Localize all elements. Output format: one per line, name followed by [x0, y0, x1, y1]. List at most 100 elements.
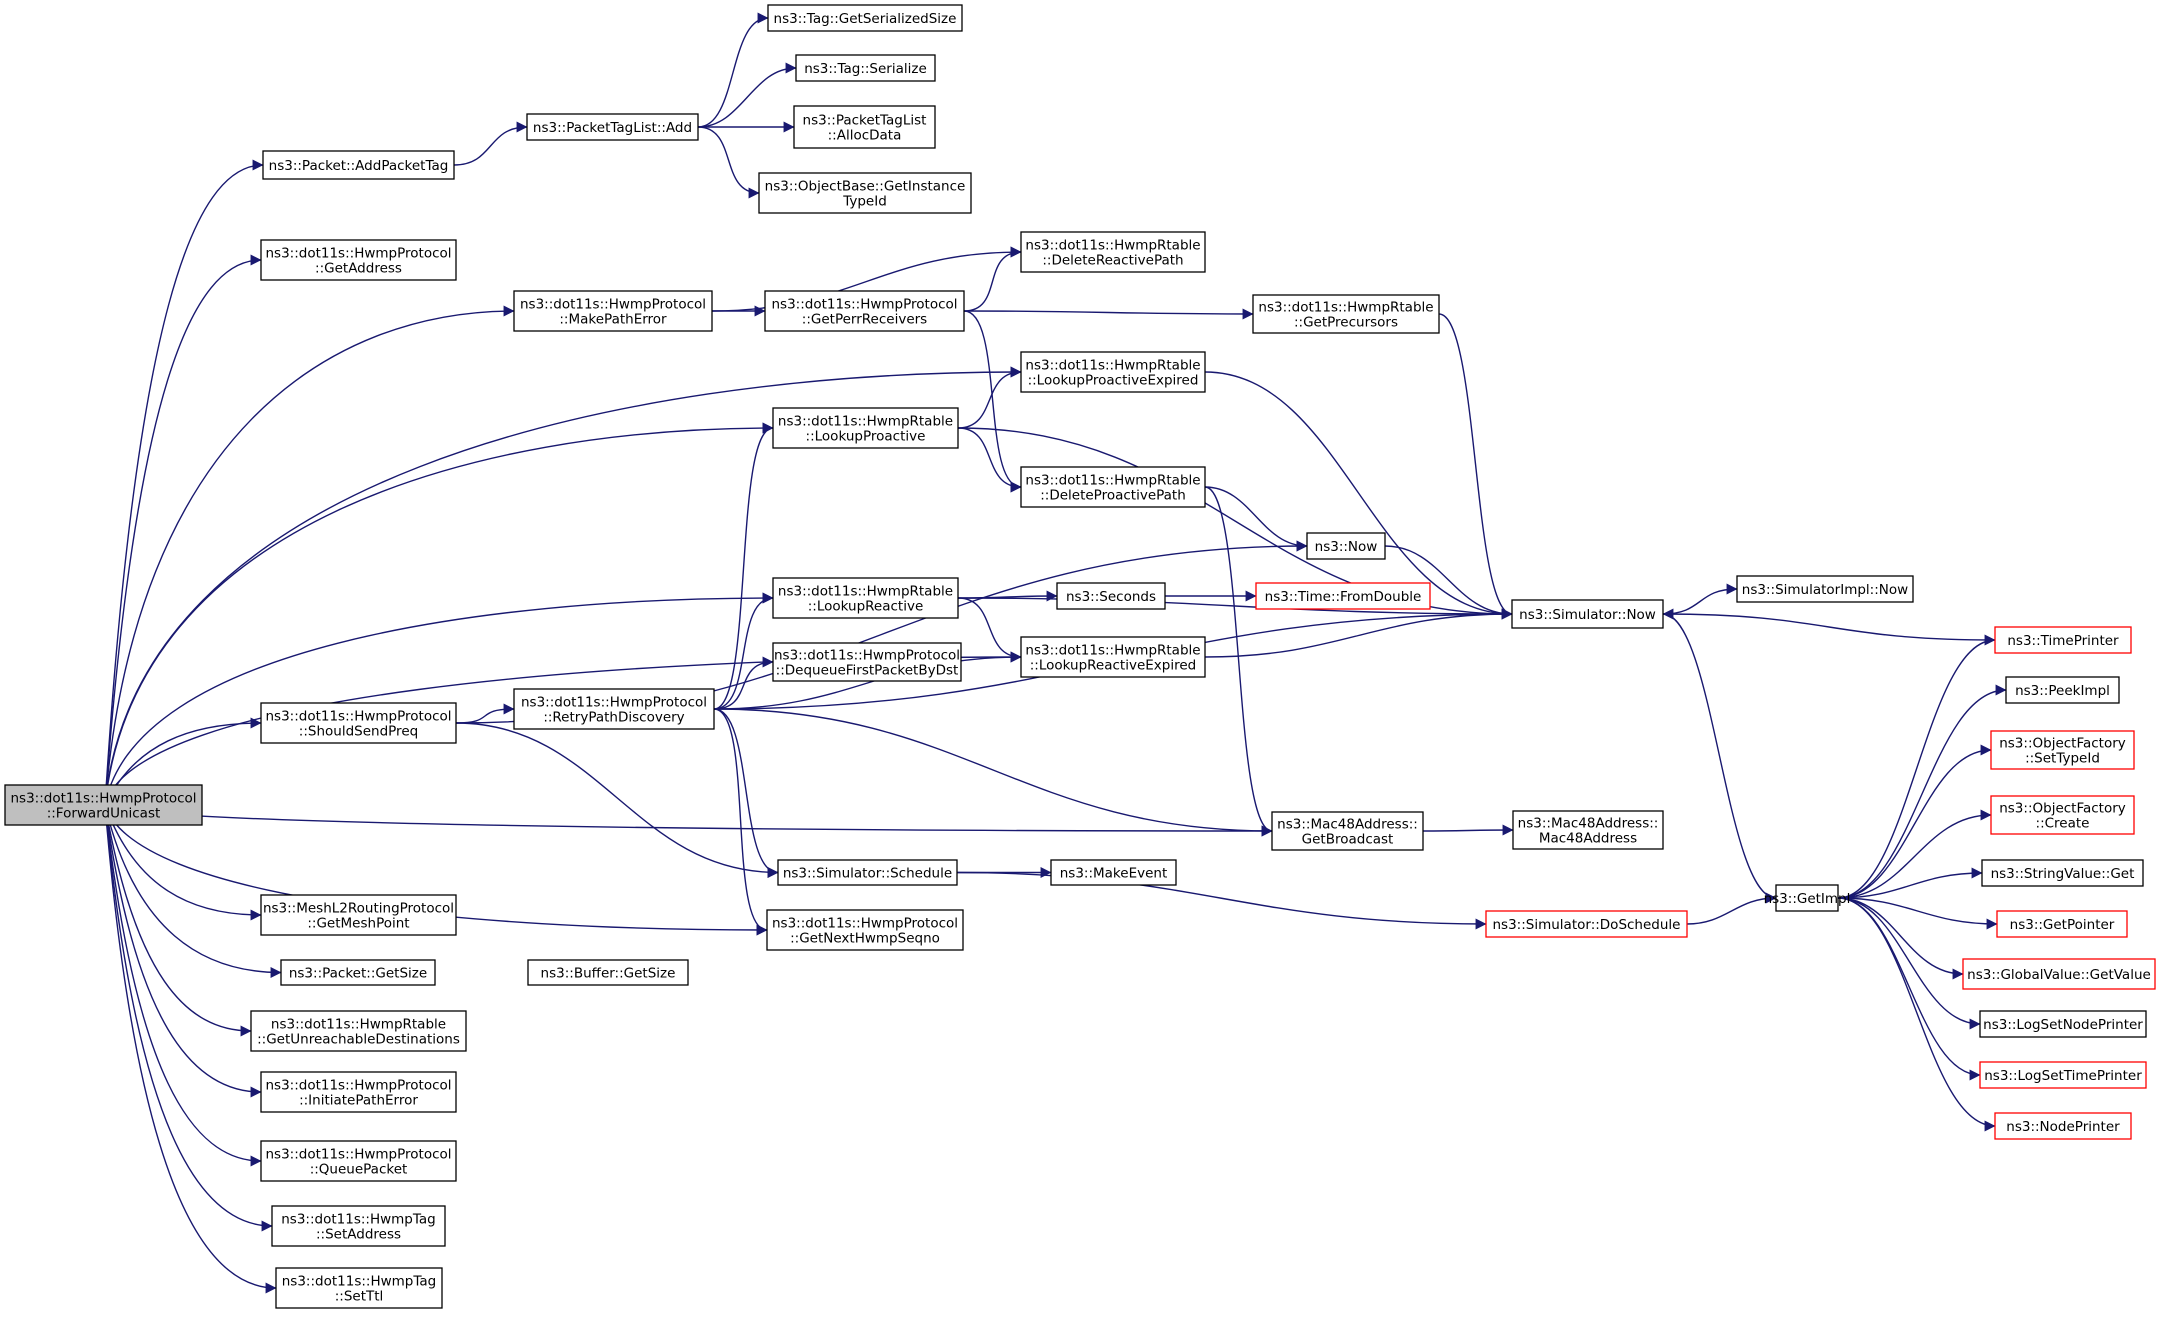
function-node[interactable]: ns3::MeshL2RoutingProtocol::GetMeshPoint: [260, 894, 457, 936]
node-label: ns3::Simulator::Schedule: [783, 866, 952, 882]
call-edge-n0-n39: [104, 804, 277, 1294]
node-box: [1994, 1112, 2132, 1140]
function-node[interactable]: ns3::Simulator::Schedule: [777, 859, 958, 886]
call-edge-n23-n27: [455, 722, 779, 878]
node-label: ns3::Now: [1315, 539, 1378, 555]
function-node[interactable]: ns3::dot11s::HwmpRtable::GetUnreachableD…: [250, 1010, 467, 1052]
function-node[interactable]: ns3::dot11s::HwmpProtocol::MakePathError: [513, 290, 713, 332]
call-edge-n0-n25: [104, 804, 1273, 837]
function-node[interactable]: ns3::LogSetNodePrinter: [1979, 1010, 2147, 1038]
function-node[interactable]: ns3::GlobalValue::GetValue: [1962, 958, 2156, 990]
function-node[interactable]: ns3::dot11s::HwmpProtocol::RetryPathDisc…: [513, 688, 715, 730]
call-edge-n30-n44: [1837, 867, 1983, 899]
node-box: [758, 172, 972, 214]
node-label: ::RetryPathDiscovery: [543, 710, 684, 726]
node-box: [1485, 910, 1688, 938]
node-label: ns3::Packet::GetSize: [289, 966, 427, 982]
node-label: ns3::dot11s::HwmpTag: [282, 1274, 436, 1290]
function-node[interactable]: ns3::SimulatorImpl::Now: [1736, 575, 1914, 603]
function-node[interactable]: ns3::dot11s::HwmpRtable::DeleteReactiveP…: [1020, 231, 1206, 273]
node-label: ::DequeueFirstPacketByDst: [776, 663, 959, 679]
function-node[interactable]: ns3::Tag::Serialize: [795, 54, 936, 82]
function-node[interactable]: ns3::GetImpl: [1764, 884, 1851, 912]
function-node[interactable]: ns3::GetPointer: [1996, 910, 2128, 938]
function-node[interactable]: ns3::Tag::GetSerializedSize: [767, 4, 963, 32]
function-node[interactable]: ns3::dot11s::HwmpProtocol::DequeueFirstP…: [772, 642, 962, 682]
function-node[interactable]: ns3::dot11s::HwmpRtable::LookupReactiveE…: [1020, 636, 1206, 678]
function-node[interactable]: ns3::dot11s::HwmpProtocol::GetPerrReceiv…: [764, 290, 965, 332]
node-box: [1996, 910, 2128, 938]
node-label: ns3::PacketTagList::Add: [533, 120, 692, 136]
call-edge-n30-n46: [1837, 897, 1964, 980]
call-edge-n2-n6: [697, 126, 760, 199]
node-box: [260, 1140, 457, 1182]
node-box: [1020, 231, 1206, 273]
call-edge-n12-n19: [1204, 371, 1513, 620]
node-box: [1306, 532, 1386, 560]
function-node[interactable]: ns3::Now: [1306, 532, 1386, 560]
node-label: ::ForwardUnicast: [47, 806, 161, 822]
node-box: [513, 290, 713, 332]
node-label: ::GetAddress: [315, 261, 402, 277]
function-node[interactable]: ns3::PeekImpl: [2005, 676, 2120, 704]
node-box: [1979, 1010, 2147, 1038]
function-node[interactable]: ns3::dot11s::HwmpProtocol::GetAddress: [260, 239, 457, 281]
function-node[interactable]: ns3::Mac48Address::GetBroadcast: [1271, 811, 1424, 851]
node-box: [260, 1071, 457, 1113]
node-label: ns3::LogSetNodePrinter: [1983, 1017, 2143, 1033]
call-edge-n0-n1: [104, 159, 264, 806]
function-node[interactable]: ns3::dot11s::HwmpTag::SetTtl: [275, 1267, 443, 1309]
function-node[interactable]: ns3::Simulator::DoSchedule: [1485, 910, 1688, 938]
node-label: ::GetUnreachableDestinations: [257, 1032, 460, 1048]
node-box: [1020, 636, 1206, 678]
function-node[interactable]: ns3::dot11s::HwmpProtocol::InitiatePathE…: [260, 1071, 457, 1113]
function-node[interactable]: ns3::TimePrinter: [1994, 626, 2132, 654]
function-node[interactable]: ns3::StringValue::Get: [1981, 859, 2144, 887]
function-node[interactable]: ns3::dot11s::HwmpProtocol::GetNextHwmpSe…: [766, 909, 964, 951]
function-node[interactable]: ns3::Packet::GetSize: [280, 959, 436, 986]
node-box: [260, 702, 457, 744]
call-edge-n24-n21: [713, 656, 774, 710]
function-node[interactable]: ns3::NodePrinter: [1994, 1112, 2132, 1140]
function-node[interactable]: ns3::Packet::AddPacketTag: [262, 150, 455, 180]
node-label: ns3::GetImpl: [1764, 891, 1851, 907]
node-label: ::DeleteProactivePath: [1040, 488, 1186, 504]
node-box: [280, 959, 436, 986]
node-box: [1736, 575, 1914, 603]
node-box: [772, 577, 959, 619]
function-node[interactable]: ns3::dot11s::HwmpTag::SetAddress: [271, 1205, 446, 1247]
node-box: [1962, 958, 2156, 990]
function-node[interactable]: ns3::PacketTagList::AllocData: [793, 105, 936, 149]
function-node[interactable]: ns3::Buffer::GetSize: [527, 959, 689, 986]
node-box: [772, 407, 959, 449]
node-label: ns3::LogSetTimePrinter: [1984, 1068, 2142, 1084]
function-node[interactable]: ns3::dot11s::HwmpRtable::LookupProactive…: [1020, 351, 1206, 393]
call-edge-n2-n4: [697, 62, 797, 128]
call-edge-n1-n2: [453, 121, 528, 166]
function-node[interactable]: ns3::LogSetTimePrinter: [1979, 1061, 2147, 1089]
function-node[interactable]: ns3::dot11s::HwmpProtocol::QueuePacket: [260, 1140, 457, 1182]
root-function-node: ns3::dot11s::HwmpProtocol::ForwardUnicas…: [4, 784, 203, 826]
node-label: ns3::MakeEvent: [1060, 866, 1168, 882]
call-edge-n2-n3: [697, 12, 769, 128]
function-node[interactable]: ns3::dot11s::HwmpRtable::LookupProactive: [772, 407, 959, 449]
function-node[interactable]: ns3::Seconds: [1056, 582, 1166, 610]
node-box: [777, 859, 958, 886]
function-node[interactable]: ns3::dot11s::HwmpProtocol::ShouldSendPre…: [260, 702, 457, 744]
function-node[interactable]: ns3::dot11s::HwmpRtable::GetPrecursors: [1252, 294, 1440, 334]
function-node[interactable]: ns3::dot11s::HwmpRtable::LookupReactive: [772, 577, 959, 619]
function-node[interactable]: ns3::PacketTagList::Add: [526, 113, 699, 141]
node-box: [250, 1010, 467, 1052]
node-label: ::GetNextHwmpSeqno: [790, 931, 940, 947]
function-node[interactable]: ns3::Time::FromDouble: [1255, 582, 1431, 610]
function-node[interactable]: ns3::Simulator::Now: [1511, 599, 1664, 629]
node-label: ns3::dot11s::HwmpRtable: [1025, 643, 1200, 659]
function-node[interactable]: ns3::dot11s::HwmpRtable::DeleteProactive…: [1020, 466, 1206, 508]
function-node[interactable]: ns3::MakeEvent: [1050, 859, 1177, 886]
function-node[interactable]: ns3::ObjectFactory::SetTypeId: [1990, 730, 2135, 770]
node-label: ns3::dot11s::HwmpRtable: [778, 414, 953, 430]
function-node[interactable]: ns3::Mac48Address::Mac48Address: [1512, 810, 1664, 850]
function-node[interactable]: ns3::ObjectFactory::Create: [1990, 795, 2135, 835]
node-label: ns3::Buffer::GetSize: [541, 966, 676, 982]
